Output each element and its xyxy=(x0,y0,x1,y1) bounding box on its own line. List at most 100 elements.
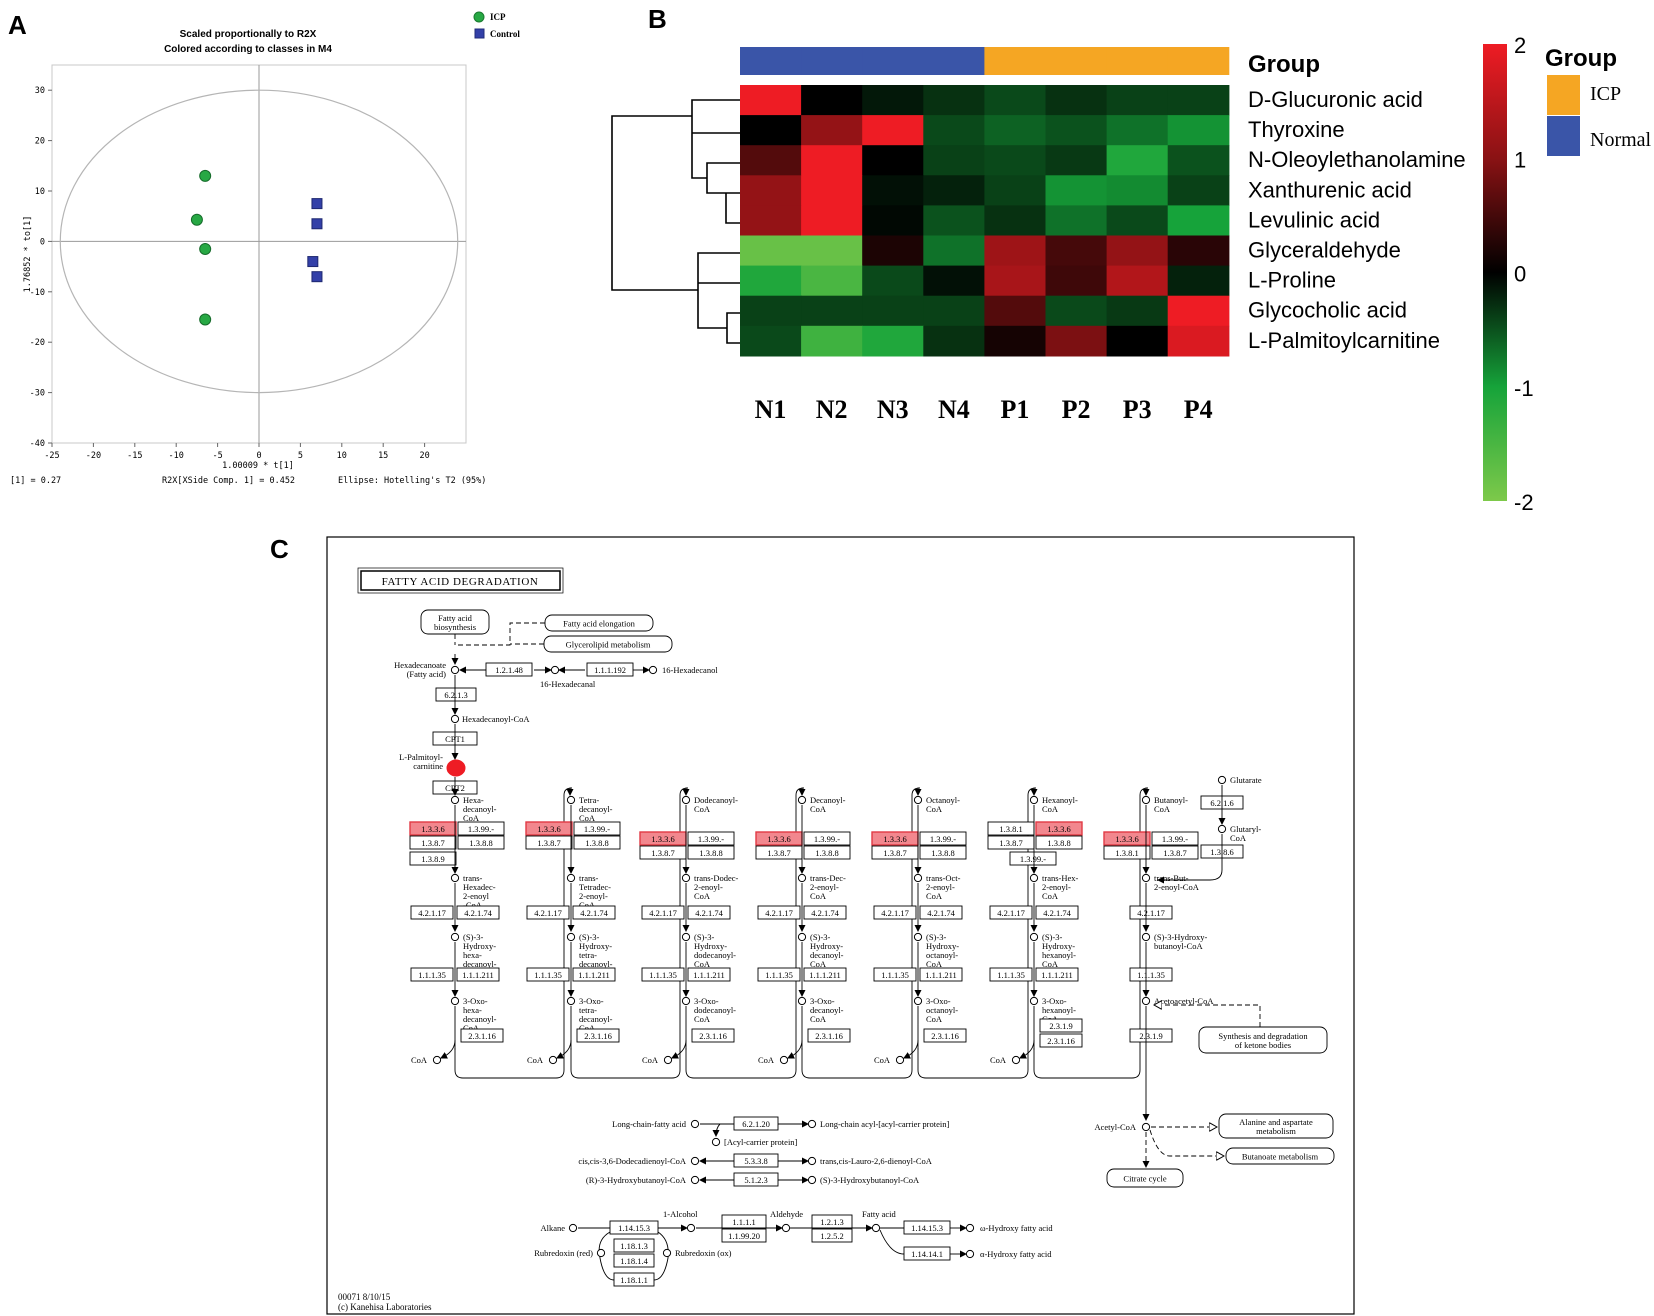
row-dendrogram xyxy=(611,99,740,344)
compound-node xyxy=(797,873,807,883)
compound-label: Fatty acid xyxy=(862,1209,897,1219)
x-tick-label: 10 xyxy=(337,451,347,461)
compound-label: CoA xyxy=(990,1055,1007,1065)
compound-label: CoA xyxy=(463,813,480,823)
compound-label: (S)-3- xyxy=(810,932,830,942)
connector-path xyxy=(787,1039,803,1059)
y-tick-label: -30 xyxy=(30,389,45,399)
heatmap-cell xyxy=(984,235,1047,267)
connector-path xyxy=(570,787,690,1079)
enzyme-label: 1.1.1.192 xyxy=(594,665,626,675)
enzyme-box-highlighted xyxy=(409,821,457,836)
heatmap-cell xyxy=(740,235,802,267)
enzyme-label: 1.3.3.6 xyxy=(767,834,790,844)
compound-label: 3-Oxo- xyxy=(926,996,951,1006)
connector-path xyxy=(598,1231,669,1281)
footer-right: Ellipse: Hotelling's T2 (95%) xyxy=(338,476,486,486)
compound-node xyxy=(797,996,807,1006)
compound-label: CoA xyxy=(1154,804,1171,814)
y-tick-label: 30 xyxy=(35,86,45,96)
compound-label: tetra- xyxy=(579,1005,597,1015)
legend-label-icp: ICP xyxy=(490,12,506,22)
heatmap-cell xyxy=(984,85,1047,116)
heatmap-cell xyxy=(740,145,802,176)
enzyme-label: 1.3.8.7 xyxy=(651,848,674,858)
point-control xyxy=(311,218,323,230)
heatmap-cell xyxy=(1045,295,1108,327)
enzyme-box xyxy=(1103,845,1151,860)
heatmap-cell xyxy=(862,265,924,297)
enzyme-box xyxy=(1035,835,1083,850)
compound-label: Hydroxy- xyxy=(579,941,612,951)
enzyme-box xyxy=(409,851,457,866)
enzyme-label: 1.1.1.211 xyxy=(462,970,494,980)
enzyme-box xyxy=(573,835,621,850)
heatmap-cell xyxy=(984,265,1047,297)
enzyme-label: 1.1.1.211 xyxy=(925,970,957,980)
y-tick-label: -40 xyxy=(30,439,45,449)
compound-node xyxy=(1141,795,1151,805)
compound-node xyxy=(1141,932,1151,942)
point-icp xyxy=(190,213,203,226)
enzyme-box xyxy=(1151,831,1199,846)
compound-label: Long-chain-fatty acid xyxy=(612,1119,687,1129)
connector-path xyxy=(1154,1005,1261,1027)
enzyme-box xyxy=(903,1220,951,1235)
enzyme-label: 1.1.1.35 xyxy=(649,970,677,980)
compound-label: Rubredoxin (red) xyxy=(534,1248,593,1258)
x-tick-label: -5 xyxy=(212,451,222,461)
point-control xyxy=(307,256,319,268)
group-legend-title: Group xyxy=(1545,45,1617,72)
enzyme-label: 1.3.99.- xyxy=(1162,834,1188,844)
compound-label: CoA xyxy=(810,1014,827,1024)
enzyme-box xyxy=(613,1253,655,1268)
heatmap-cell xyxy=(1167,325,1230,357)
column-label: N1 xyxy=(755,395,787,424)
point-icp xyxy=(199,242,212,255)
compound-label: [Acyl-carrier protein] xyxy=(724,1137,798,1147)
compound-label: Aldehyde xyxy=(770,1209,803,1219)
compound-node xyxy=(596,1248,606,1258)
compound-label: CoA xyxy=(579,900,596,910)
compound-label: trans,cis-Lauro-2,6-dienoyl-CoA xyxy=(820,1156,933,1166)
enzyme-label: 1.3.8.1 xyxy=(999,824,1022,834)
map-link-box xyxy=(1225,1147,1335,1165)
enzyme-box xyxy=(572,967,616,982)
compound-node xyxy=(432,1055,442,1065)
group-bar-cell xyxy=(801,47,863,75)
enzyme-label: 4.2.1.74 xyxy=(464,908,492,918)
compound-node xyxy=(807,1156,817,1166)
compound-label: CoA xyxy=(926,1014,943,1024)
heatmap-cell xyxy=(740,325,802,357)
y-tick-label: 20 xyxy=(35,137,45,147)
pathway-title-outer xyxy=(357,567,564,594)
compound-node xyxy=(450,873,460,883)
heatmap-cell xyxy=(984,325,1047,357)
compound-label: CoA xyxy=(926,804,943,814)
pathway-title-border xyxy=(360,570,561,591)
compound-node xyxy=(450,795,460,805)
group-bar-cell xyxy=(1167,47,1230,75)
map-link-label: Synthesis and degradation xyxy=(1218,1031,1308,1041)
heatmap-cell xyxy=(740,205,802,237)
compound-label: decanoyl- xyxy=(463,959,497,969)
column-label: N2 xyxy=(816,395,848,424)
enzyme-box xyxy=(873,905,917,920)
hotelling-ellipse xyxy=(59,89,459,394)
enzyme-label: 5.3.3.8 xyxy=(744,1156,767,1166)
data-points xyxy=(190,169,323,326)
grid-lines xyxy=(52,65,466,443)
enzyme-box xyxy=(733,1153,779,1168)
pathway-footer-copyright: (c) Kanehisa Laboratories xyxy=(338,1302,432,1312)
enzyme-label: 6.2.1.3 xyxy=(444,690,467,700)
compound-label: carnitine xyxy=(413,761,443,771)
enzyme-box xyxy=(526,905,570,920)
compound-node xyxy=(1029,932,1039,942)
compound-label: ω-Hydroxy fatty acid xyxy=(980,1223,1053,1233)
enzyme-label: 1.3.3.6 xyxy=(1115,834,1138,844)
enzyme-box xyxy=(873,967,917,982)
map-link-label: Fatty acid xyxy=(438,613,473,623)
compound-label: Long-chain acyl-[acyl-carrier protein] xyxy=(820,1119,949,1129)
heatmap-cell xyxy=(801,205,863,237)
heatmap-cell xyxy=(1106,115,1169,146)
